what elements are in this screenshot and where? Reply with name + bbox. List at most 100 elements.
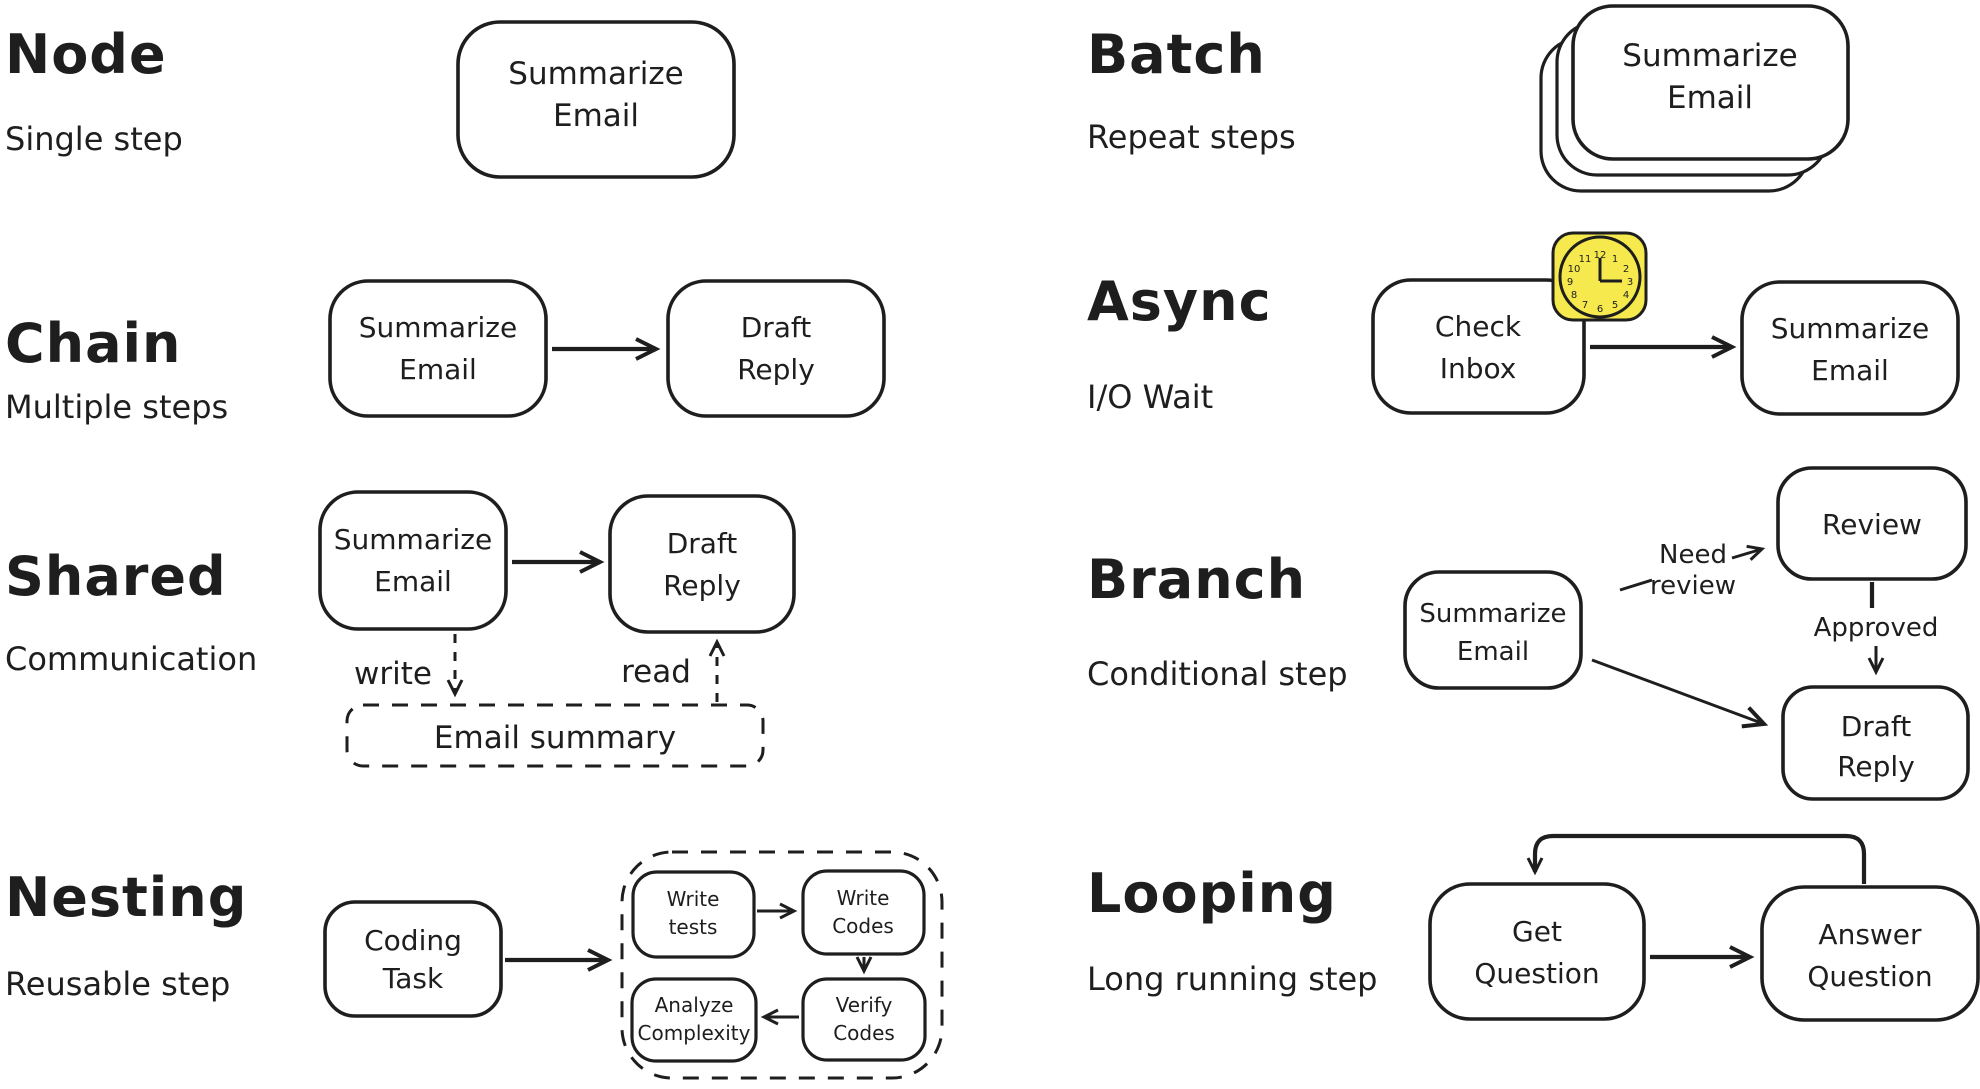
- section-subtitle: Multiple steps: [5, 388, 228, 426]
- section-branch: Branch Conditional step Summarize Email …: [1087, 466, 1970, 801]
- svg-text:7: 7: [1582, 300, 1588, 311]
- section-subtitle: I/O Wait: [1087, 378, 1213, 416]
- batch-box-label: Email: [1667, 80, 1753, 116]
- branch-box-review: [1776, 466, 1968, 581]
- need-review-arrow: [1731, 544, 1766, 561]
- async-box-label: Check: [1435, 310, 1522, 343]
- section-title: Nesting: [5, 866, 247, 929]
- section-shared: Shared Communication Summarize Email Dra…: [5, 490, 796, 768]
- looping-box-label: Question: [1474, 957, 1599, 990]
- approved-label: Approved: [1814, 613, 1939, 643]
- branch-box-label: Email: [1457, 637, 1529, 667]
- section-chain: Chain Multiple steps Summarize Email Dra…: [5, 279, 886, 426]
- looping-box-answer-question: [1760, 885, 1980, 1022]
- section-title: Async: [1087, 270, 1272, 333]
- nesting-inner-label: Write: [837, 886, 890, 910]
- shared-box-label: Draft: [667, 527, 738, 560]
- branch-box-label: Summarize: [1419, 599, 1566, 629]
- nesting-box-write-tests: [631, 870, 756, 959]
- shared-store-label: Email summary: [434, 720, 676, 756]
- chain-box-label: Draft: [741, 311, 812, 344]
- section-title: Shared: [5, 545, 227, 608]
- looping-box-label: Answer: [1818, 918, 1922, 951]
- section-title: Batch: [1087, 23, 1266, 86]
- shared-box-label: Reply: [663, 569, 741, 602]
- nesting-box-label: Task: [382, 962, 444, 995]
- chain-box-label: Summarize: [359, 311, 517, 344]
- nesting-inner-label: Verify: [836, 993, 893, 1017]
- async-box-check-inbox: [1371, 278, 1586, 415]
- svg-text:9: 9: [1567, 277, 1573, 288]
- branch-box-summarize-email: [1403, 570, 1583, 690]
- async-box-summarize-email: [1740, 280, 1960, 416]
- shared-box-label: Email: [374, 565, 452, 598]
- svg-text:8: 8: [1571, 290, 1577, 301]
- section-subtitle: Single step: [5, 120, 183, 158]
- shared-box-summarize-email: [318, 490, 508, 631]
- clock-hands: [1598, 258, 1622, 283]
- need-review-label: review: [1650, 571, 1736, 601]
- nesting-inner-label: Codes: [832, 914, 894, 938]
- svg-text:3: 3: [1627, 277, 1633, 288]
- shared-box-draft-reply: [608, 494, 796, 634]
- node-box-label: Summarize: [508, 56, 683, 92]
- svg-text:10: 10: [1568, 264, 1581, 275]
- section-title: Branch: [1087, 548, 1306, 611]
- section-subtitle: Conditional step: [1087, 655, 1348, 693]
- section-title: Node: [5, 23, 167, 86]
- section-subtitle: Repeat steps: [1087, 118, 1296, 156]
- section-subtitle: Long running step: [1087, 960, 1377, 998]
- chain-box-label: Reply: [737, 353, 815, 386]
- nesting-inner-label: tests: [669, 915, 718, 939]
- section-async: Async I/O Wait Check Inbox 12 1 2 3 4 5 …: [1087, 231, 1960, 416]
- section-title: Chain: [5, 312, 181, 375]
- svg-text:11: 11: [1579, 254, 1592, 265]
- async-box-label: Summarize: [1771, 312, 1929, 345]
- branch-box-label: Draft: [1841, 710, 1912, 743]
- looping-box-label: Get: [1512, 915, 1562, 948]
- batch-box-summarize-email: [1571, 4, 1850, 161]
- branch-box-label: Review: [1822, 508, 1922, 541]
- svg-text:5: 5: [1612, 300, 1618, 311]
- looping-box-label: Question: [1807, 960, 1932, 993]
- nesting-inner-label: Write: [667, 887, 720, 911]
- need-review-connector: [1619, 578, 1653, 592]
- shared-box-label: Summarize: [334, 523, 492, 556]
- async-box-label: Inbox: [1440, 352, 1517, 385]
- nesting-inner-label: Codes: [833, 1021, 895, 1045]
- branch-box-draft-reply: [1781, 685, 1970, 801]
- section-nesting: Nesting Reusable step Coding Task Write …: [5, 850, 944, 1080]
- nesting-box-coding-task: [323, 900, 503, 1018]
- section-subtitle: Communication: [5, 640, 257, 678]
- nesting-box-label: Coding: [364, 924, 462, 957]
- nesting-box-analyze-complexity: [630, 977, 758, 1063]
- looping-box-get-question: [1428, 882, 1646, 1021]
- nesting-box-verify-codes: [801, 977, 927, 1062]
- chain-box-draft-reply: [666, 279, 886, 418]
- nesting-inner-label: Analyze: [655, 993, 734, 1017]
- svg-text:12: 12: [1594, 250, 1607, 261]
- batch-box-label: Summarize: [1622, 38, 1797, 74]
- read-label: read: [621, 654, 691, 690]
- nesting-box-write-codes: [801, 869, 926, 956]
- svg-text:2: 2: [1623, 264, 1629, 275]
- section-batch: Batch Repeat steps Summarize Email: [1087, 4, 1850, 193]
- branch-direct-arrow: [1591, 658, 1769, 729]
- branch-box-label: Reply: [1837, 750, 1915, 783]
- chain-box-summarize-email: [328, 279, 548, 418]
- svg-text:6: 6: [1597, 304, 1603, 315]
- nesting-inner-label: Complexity: [638, 1021, 751, 1045]
- async-box-label: Email: [1811, 354, 1889, 387]
- clock-icon: 12 1 2 3 4 5 6 7 8 9 10 11: [1551, 231, 1648, 322]
- need-review-label: Need: [1659, 540, 1727, 570]
- looping-loop-back-arrow: [1526, 833, 1867, 884]
- svg-text:4: 4: [1623, 290, 1629, 301]
- section-node: Node Single step Summarize Email: [5, 20, 736, 179]
- chain-box-label: Email: [399, 353, 477, 386]
- section-looping: Looping Long running step Get Question A…: [1087, 833, 1980, 1022]
- section-title: Looping: [1087, 862, 1337, 925]
- section-subtitle: Reusable step: [5, 965, 230, 1003]
- svg-text:1: 1: [1612, 254, 1618, 265]
